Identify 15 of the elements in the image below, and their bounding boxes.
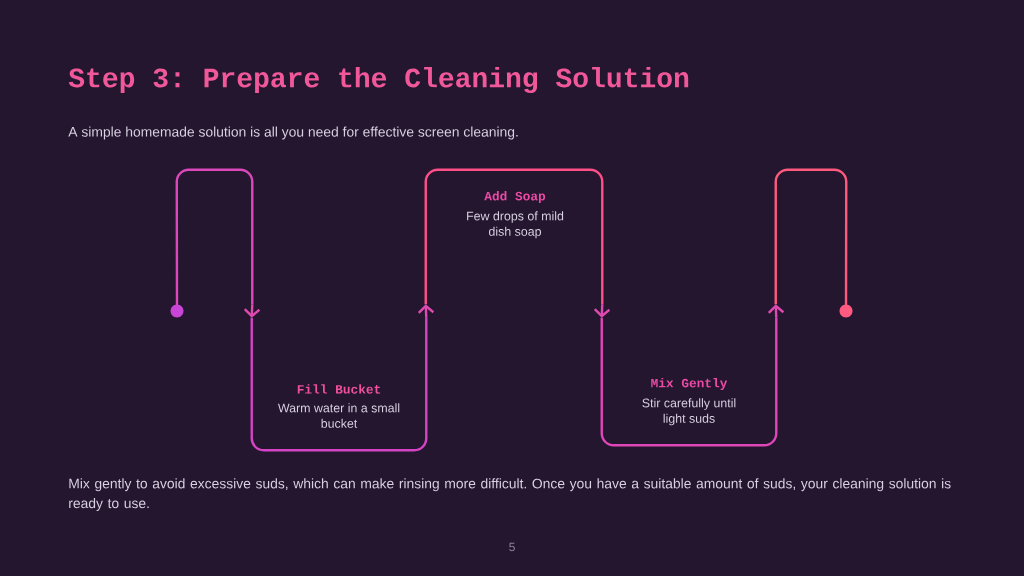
step-outline — [250, 317, 428, 452]
step-outline — [600, 317, 778, 447]
arch-line — [170, 168, 254, 318]
step-title: Add Soap — [484, 191, 546, 203]
step-description: Stir carefully until light suds — [642, 398, 736, 426]
step-title: Fill Bucket — [297, 384, 380, 394]
body-paragraph: Mix gently to avoid excessive suds, which can make rinsing more difficult. Once you have a suitable amount of suds, your cleaning solution is ready to use. — [69, 478, 951, 511]
step-outline — [424, 168, 604, 305]
page-number: 5 — [509, 542, 515, 552]
step-title: Mix Gently — [651, 378, 728, 390]
step-description: Warm water in a small bucket — [278, 403, 400, 428]
intro-text: A simple homemade solution is all you need for effective screen cleaning. — [68, 126, 518, 140]
step-description: Few drops of mild dish soap — [467, 211, 564, 239]
arch-line — [774, 168, 853, 318]
slide-title: Step 3: Prepare the Cleaning Solution — [68, 66, 689, 94]
